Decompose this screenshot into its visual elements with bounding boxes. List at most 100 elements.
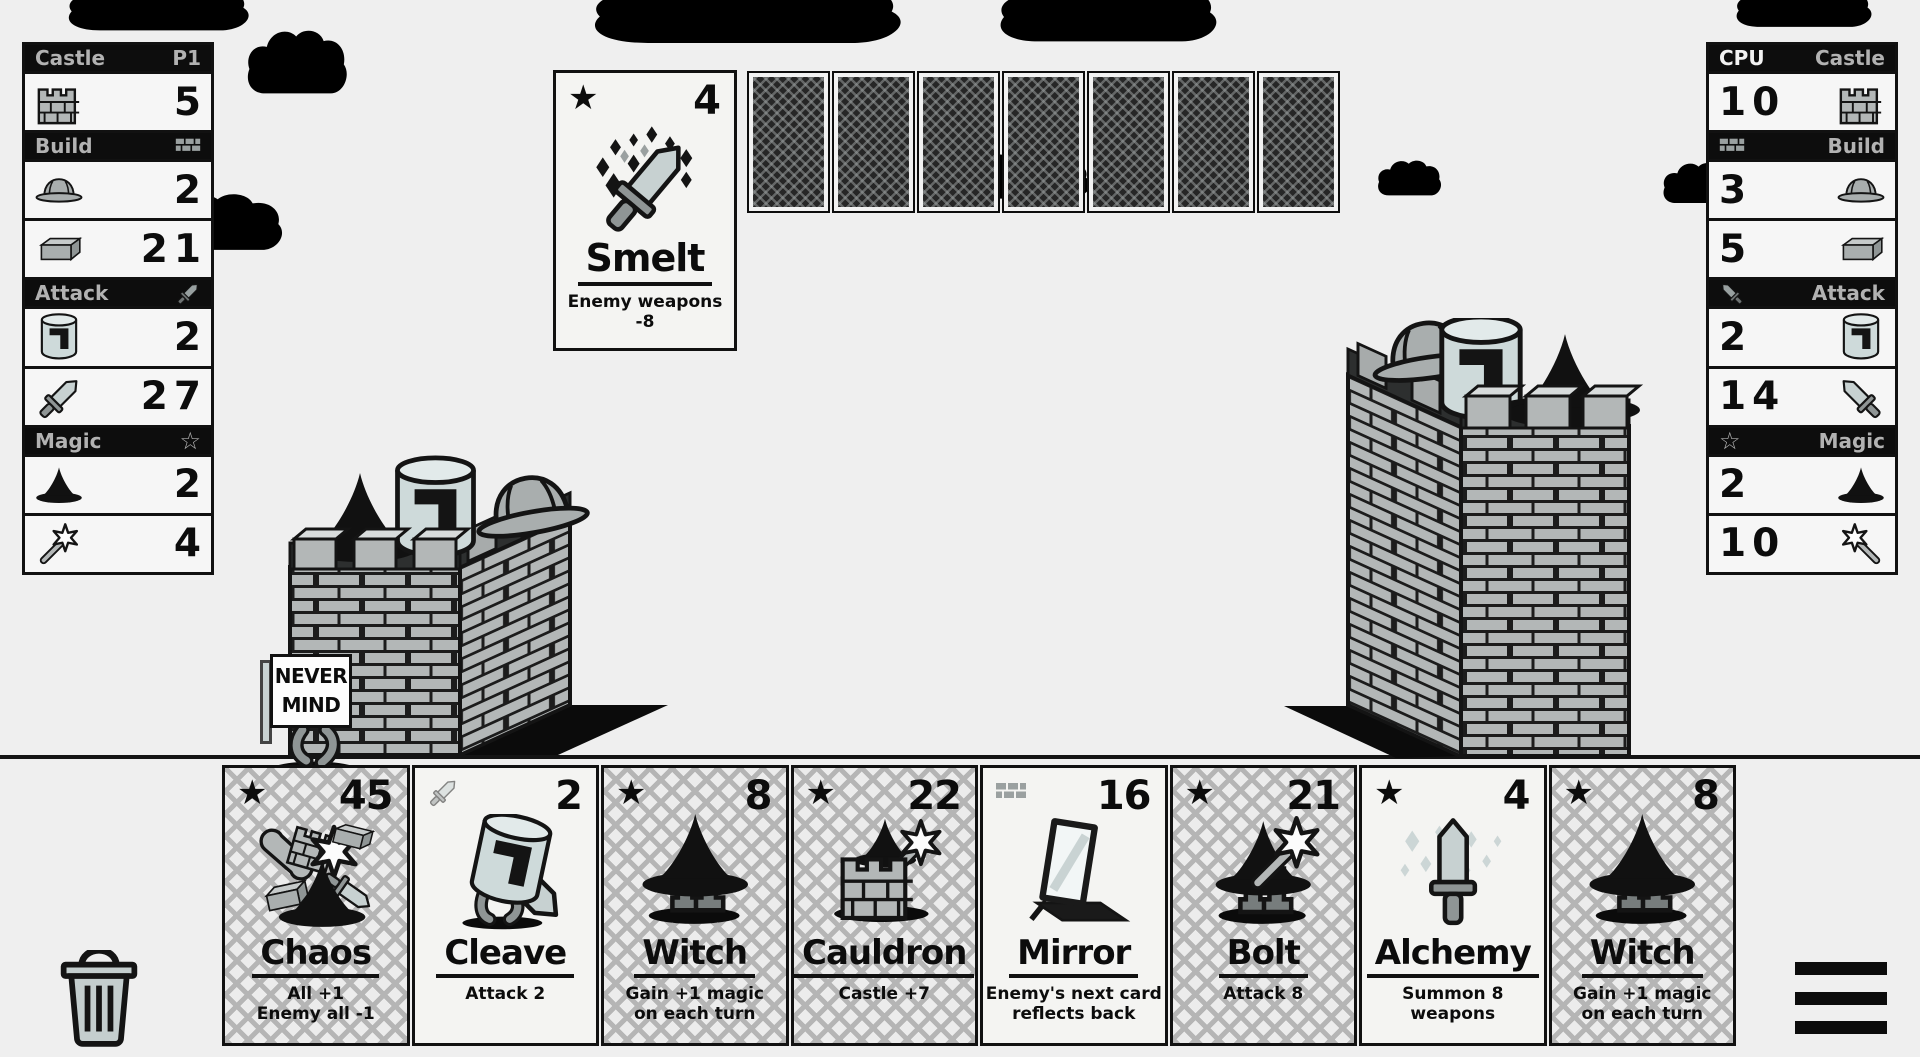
mages-value: 2 bbox=[1719, 462, 1753, 508]
hand-card-cauldron[interactable]: ★ 22 Cauldron Castle +7 bbox=[790, 765, 978, 1046]
magic-value: 10 bbox=[1719, 521, 1786, 567]
card-name: Alchemy bbox=[1366, 933, 1539, 979]
card-description: Enemy's next card reflects back bbox=[985, 984, 1162, 1025]
facedown-card-row bbox=[747, 71, 1340, 213]
card-cost: 8 bbox=[744, 773, 773, 819]
card-cost: 45 bbox=[338, 773, 394, 819]
card-name: Bolt bbox=[1218, 933, 1308, 979]
hardhat-icon bbox=[35, 178, 83, 203]
facedown-card bbox=[1172, 71, 1255, 213]
card-cost: 21 bbox=[1286, 773, 1341, 819]
hand-card-row: ★ 45 Chaos All +1 Enemy all -1 bbox=[222, 765, 1736, 1046]
star-outline-icon: ☆ bbox=[179, 426, 201, 455]
witch-art bbox=[1574, 814, 1710, 932]
mirror-art bbox=[1006, 814, 1142, 932]
builders-row: 2 bbox=[25, 162, 211, 222]
mages-value: 2 bbox=[173, 462, 207, 508]
castle-icon bbox=[1839, 88, 1883, 125]
never-mind-sign[interactable]: NEVER MIND bbox=[258, 654, 368, 780]
bricks-icon bbox=[175, 138, 201, 152]
alchemy-art bbox=[1385, 814, 1521, 932]
facedown-card bbox=[832, 71, 915, 213]
player-name: P1 bbox=[172, 46, 201, 70]
played-card-smelt: ★ 4 Smelt Enemy weapons -8 bbox=[553, 70, 737, 351]
card-cost: 8 bbox=[1692, 773, 1720, 819]
build-label: Build bbox=[35, 134, 93, 159]
card-name: Cauldron bbox=[794, 933, 975, 979]
magic-label: Magic bbox=[35, 428, 102, 453]
menu-button[interactable] bbox=[1795, 962, 1887, 1034]
bolt-art bbox=[1195, 814, 1331, 932]
discard-button[interactable] bbox=[56, 946, 142, 1048]
bricks-icon bbox=[1719, 138, 1745, 152]
wand-icon bbox=[1837, 520, 1885, 568]
castle-icon bbox=[37, 88, 81, 125]
brick-icon bbox=[1842, 238, 1883, 261]
weapons-row: 27 bbox=[25, 368, 211, 428]
cleave-art bbox=[437, 814, 573, 932]
sword-icon bbox=[175, 280, 201, 307]
player-name: CPU bbox=[1719, 46, 1765, 70]
card-name: Cleave bbox=[436, 933, 575, 979]
mages-row: 2 bbox=[1709, 456, 1895, 516]
castle-section-header: CPU Castle bbox=[1709, 45, 1895, 74]
card-description: All +1 Enemy all -1 bbox=[256, 984, 375, 1025]
magic-section-header: Magic ☆ bbox=[25, 426, 211, 457]
card-cost: 4 bbox=[1502, 773, 1531, 819]
soldiers-value: 2 bbox=[173, 314, 207, 360]
build-section-header: Build bbox=[1709, 133, 1895, 163]
castle-health-row: 10 bbox=[1709, 74, 1895, 134]
card-name: Chaos bbox=[252, 933, 380, 979]
panel-title: Castle bbox=[1814, 46, 1885, 70]
attack-label: Attack bbox=[1811, 281, 1885, 306]
player-stats-panel: Castle P1 5 Build 2 21 Attack 2 2 bbox=[22, 42, 214, 575]
bucket-helm-icon bbox=[1842, 313, 1880, 360]
star-icon: ★ bbox=[1184, 773, 1215, 813]
hamburger-menu-icon bbox=[1795, 1021, 1887, 1034]
hand-card-bolt[interactable]: ★ 21 Bolt Attack 8 bbox=[1169, 765, 1357, 1046]
card-name: Mirror bbox=[1009, 933, 1139, 979]
weapons-value: 27 bbox=[140, 374, 207, 420]
bricks-row: 21 bbox=[25, 221, 211, 281]
sword-icon bbox=[1719, 280, 1745, 307]
card-cost: 2 bbox=[555, 773, 583, 819]
star-icon: ★ bbox=[1563, 773, 1594, 813]
card-description: Gain +1 magic on each turn bbox=[1572, 984, 1712, 1025]
cloud bbox=[68, 0, 249, 31]
hand-card-mirror[interactable]: 16 Mirror Enemy's next card reflects bac… bbox=[980, 765, 1168, 1046]
hamburger-menu-icon bbox=[1795, 962, 1887, 975]
mages-row: 2 bbox=[25, 456, 211, 516]
bricks-value: 5 bbox=[1719, 226, 1753, 272]
bucket-helm-icon bbox=[40, 313, 78, 360]
card-description: Castle +7 bbox=[838, 984, 931, 1005]
facedown-card bbox=[1257, 71, 1340, 213]
card-description: Attack 8 bbox=[1223, 984, 1304, 1005]
build-section-header: Build bbox=[25, 133, 211, 163]
card-description: Attack 2 bbox=[465, 984, 546, 1005]
witch-hat-icon bbox=[36, 467, 82, 503]
cloud bbox=[1378, 160, 1442, 196]
attack-label: Attack bbox=[35, 281, 109, 306]
wand-icon bbox=[35, 520, 83, 568]
build-label: Build bbox=[1827, 134, 1885, 159]
sign-text: NEVER MIND bbox=[270, 654, 352, 728]
magic-label: Magic bbox=[1818, 428, 1885, 453]
card-cost: 16 bbox=[1096, 773, 1152, 819]
witch-art bbox=[627, 814, 763, 932]
castle-section-header: Castle P1 bbox=[25, 45, 211, 74]
magic-row: 4 bbox=[25, 515, 211, 572]
card-description: Gain +1 magic on each turn bbox=[625, 984, 765, 1025]
hand-card-alchemy[interactable]: ★ 4 Alchemy Summon 8 weapons bbox=[1359, 765, 1547, 1046]
cloud bbox=[1736, 0, 1872, 27]
card-name: Witch bbox=[1581, 933, 1703, 979]
cpu-castle bbox=[1284, 318, 1644, 758]
ground-line bbox=[0, 755, 1920, 759]
hand-card-chaos[interactable]: ★ 45 Chaos All +1 Enemy all -1 bbox=[222, 765, 410, 1046]
hand-card-cleave[interactable]: 2 Cleave Attack 2 bbox=[411, 765, 599, 1046]
magic-value: 4 bbox=[173, 521, 207, 567]
star-outline-icon: ☆ bbox=[1719, 426, 1741, 455]
soldiers-row: 2 bbox=[1709, 309, 1895, 369]
hand-card-witch[interactable]: ★ 8 Witch Gain +1 magic on each turn bbox=[601, 765, 789, 1046]
hand-card-witch-2[interactable]: ★ 8 Witch Gain +1 magic on each turn bbox=[1548, 765, 1736, 1046]
